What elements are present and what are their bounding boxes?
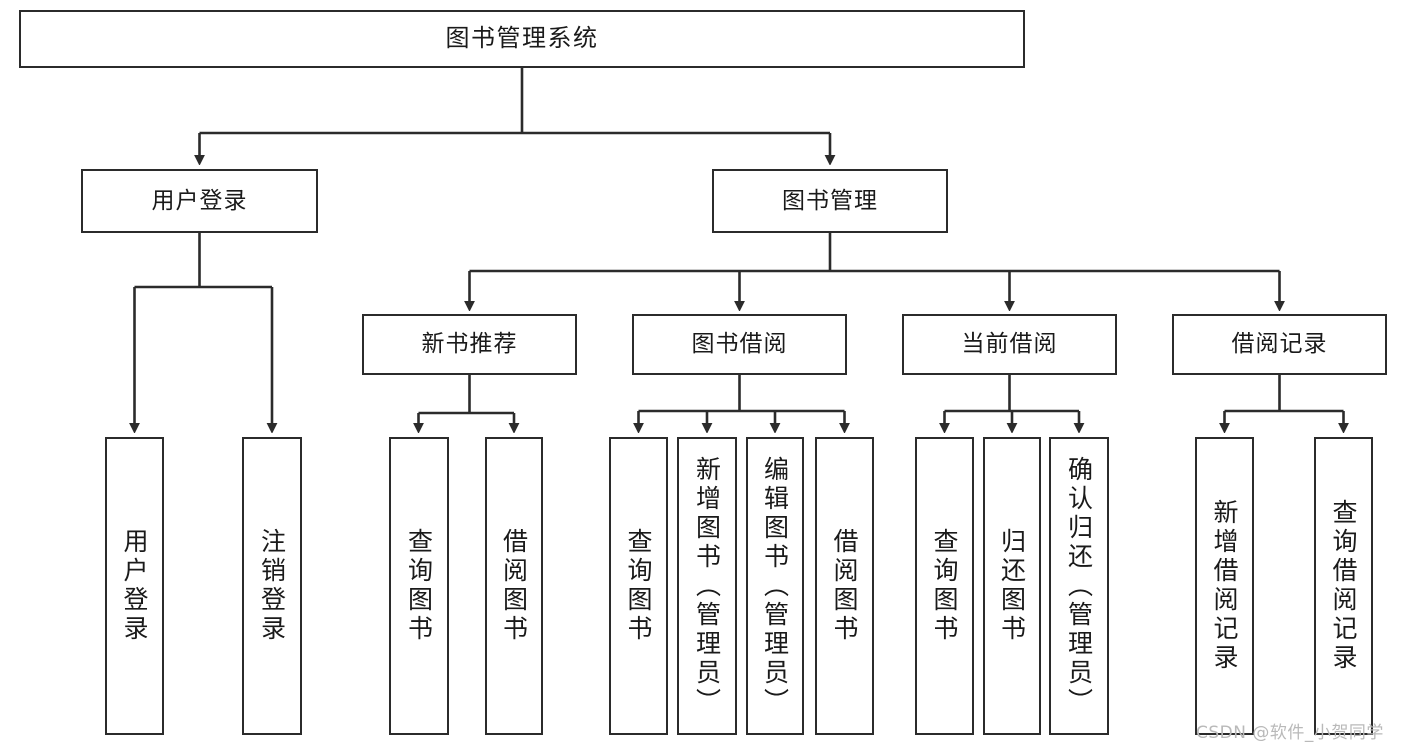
leaf-add-book-admin[interactable]: 新增图书（管理员） xyxy=(677,437,737,735)
leaf-query-borrow-record[interactable]: 查询借阅记录 xyxy=(1314,437,1373,735)
leaf-logout-label: 注销登录 xyxy=(257,528,287,644)
node-user-login[interactable]: 用户登录 xyxy=(81,169,318,233)
leaf-user-login[interactable]: 用户登录 xyxy=(105,437,164,735)
node-book-borrow-label: 图书借阅 xyxy=(691,331,788,358)
leaf-user-login-label: 用户登录 xyxy=(120,528,149,644)
node-root-label: 图书管理系统 xyxy=(445,24,599,53)
leaf-add-borrow-record-label: 新增借阅记录 xyxy=(1210,499,1239,673)
node-new-book-recommend-label: 新书推荐 xyxy=(421,331,518,358)
leaf-return-book[interactable]: 归还图书 xyxy=(983,437,1041,735)
node-new-book-recommend[interactable]: 新书推荐 xyxy=(362,314,577,375)
node-user-login-label: 用户登录 xyxy=(151,187,248,214)
leaf-query-book-borrow-label: 查询图书 xyxy=(624,528,653,644)
node-current-borrow[interactable]: 当前借阅 xyxy=(902,314,1117,375)
leaf-logout[interactable]: 注销登录 xyxy=(242,437,302,735)
leaf-edit-book-admin-label: 编辑图书（管理员） xyxy=(760,455,790,717)
leaf-add-borrow-record[interactable]: 新增借阅记录 xyxy=(1195,437,1254,735)
node-borrow-record-label: 借阅记录 xyxy=(1231,331,1328,358)
node-book-manage-label: 图书管理 xyxy=(782,187,878,214)
leaf-query-book-current-label: 查询图书 xyxy=(930,528,959,644)
node-book-borrow[interactable]: 图书借阅 xyxy=(632,314,847,375)
leaf-edit-book-admin[interactable]: 编辑图书（管理员） xyxy=(746,437,804,735)
leaf-borrow-book-new-label: 借阅图书 xyxy=(499,528,529,644)
node-borrow-record[interactable]: 借阅记录 xyxy=(1172,314,1387,375)
node-book-manage[interactable]: 图书管理 xyxy=(712,169,948,233)
leaf-query-borrow-record-label: 查询借阅记录 xyxy=(1329,499,1358,673)
node-root[interactable]: 图书管理系统 xyxy=(19,10,1025,68)
csdn-watermark: CSDN @软件_小贺同学 xyxy=(1196,723,1384,743)
leaf-borrow-book-label: 借阅图书 xyxy=(830,528,859,644)
leaf-query-book-current[interactable]: 查询图书 xyxy=(915,437,974,735)
leaf-query-book-borrow[interactable]: 查询图书 xyxy=(609,437,668,735)
leaf-borrow-book[interactable]: 借阅图书 xyxy=(815,437,874,735)
node-current-borrow-label: 当前借阅 xyxy=(961,331,1058,358)
leaf-query-book-new-label: 查询图书 xyxy=(404,528,434,644)
leaf-return-book-label: 归还图书 xyxy=(997,528,1027,644)
leaf-query-book-new[interactable]: 查询图书 xyxy=(389,437,449,735)
leaf-confirm-return-admin[interactable]: 确认归还（管理员） xyxy=(1049,437,1109,735)
leaf-borrow-book-new[interactable]: 借阅图书 xyxy=(485,437,543,735)
leaf-confirm-return-admin-label: 确认归还（管理员） xyxy=(1064,455,1094,717)
leaf-add-book-admin-label: 新增图书（管理员） xyxy=(692,455,722,717)
